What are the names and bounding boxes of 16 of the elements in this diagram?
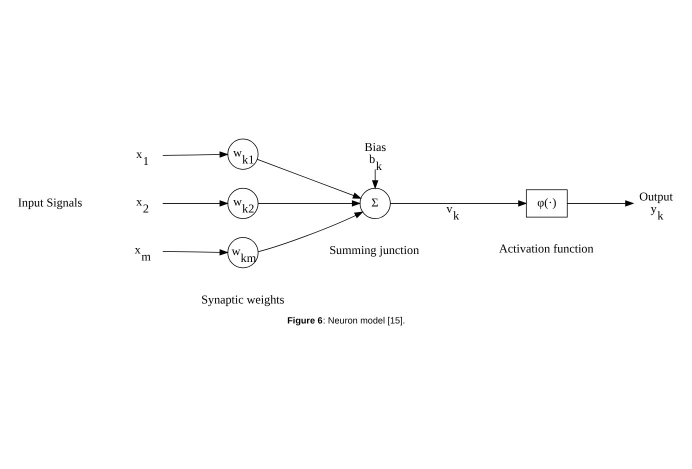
node-label: Summing junction [329, 243, 420, 258]
arrow [567, 200, 634, 207]
arrow [372, 168, 378, 190]
node-circle: Σ [360, 188, 391, 219]
caption: Figure 6: Neuron model [15]. [287, 316, 406, 326]
arrow [162, 249, 229, 256]
label: Synaptic weights [201, 292, 284, 306]
arrow [257, 158, 362, 199]
arrow [162, 151, 229, 158]
node-box: φ(·) [526, 189, 568, 218]
label: Input Signals [18, 195, 82, 210]
arrow [162, 200, 229, 207]
arrow [258, 212, 364, 252]
arrow [258, 200, 362, 207]
arrow [390, 200, 528, 207]
node-label: Activation function [499, 242, 594, 256]
